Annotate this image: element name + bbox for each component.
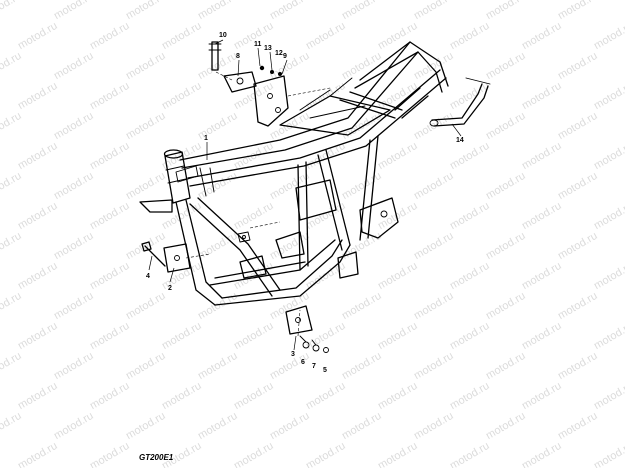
callout-8: 8: [236, 53, 240, 60]
diagram-code: GT200E1: [139, 453, 174, 462]
frame-drawing: [139, 41, 491, 353]
callout-14: 14: [456, 137, 464, 144]
callout-3: 3: [291, 351, 295, 358]
callout-5: 5: [323, 367, 327, 374]
callout-leaders: [148, 39, 462, 351]
callout-6: 6: [301, 359, 305, 366]
callout-2: 2: [168, 285, 172, 292]
callout-labels: 1 2 3 4 5 6 7 8 9 10 11 12 13 14: [146, 32, 464, 374]
callout-4: 4: [146, 273, 150, 280]
callout-12: 12: [275, 50, 283, 57]
callout-11: 11: [254, 41, 262, 48]
callout-13: 13: [264, 45, 272, 52]
callout-9: 9: [283, 53, 287, 60]
callout-1: 1: [204, 135, 208, 142]
callout-7: 7: [312, 363, 316, 370]
callout-10: 10: [219, 32, 227, 39]
